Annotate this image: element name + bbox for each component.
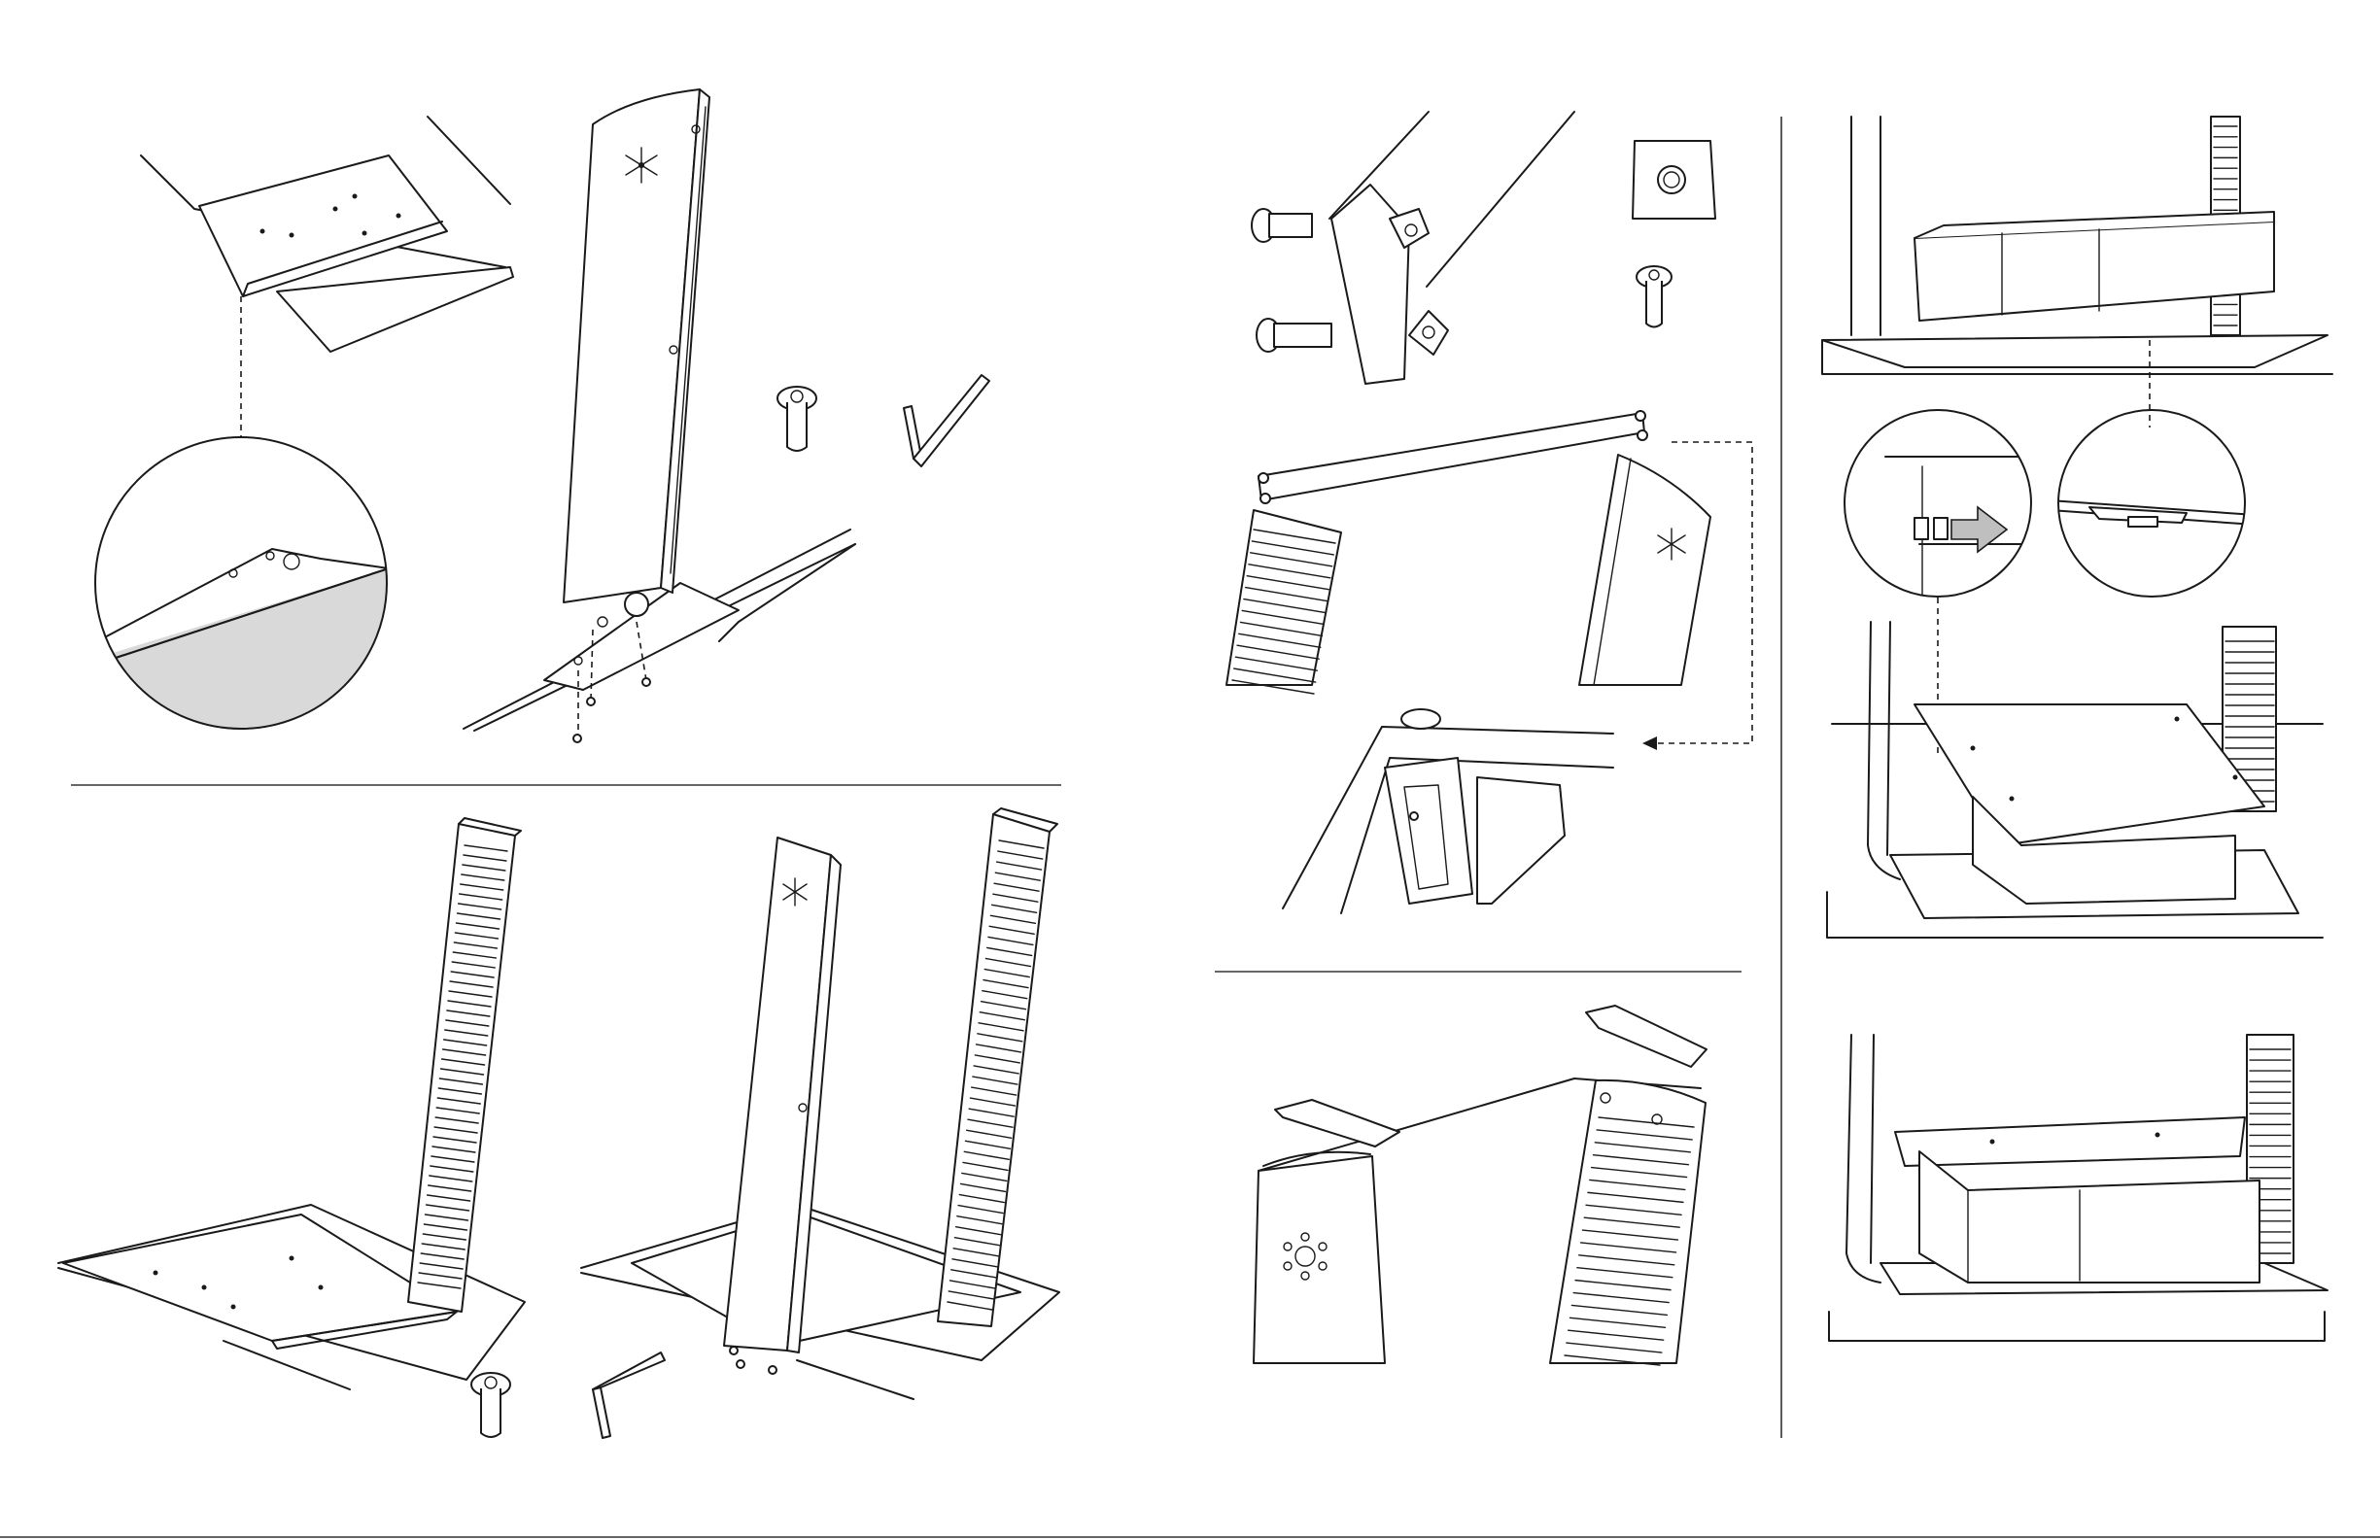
panel-top-caps [1254,1006,1707,1365]
panel-rear-rib-mount [58,818,525,1437]
tray-9 [1895,1117,2245,1166]
module-installed-body [1919,1151,2259,1283]
side-panel-7 [1254,1156,1385,1363]
mount-hole [625,593,648,616]
rib-column-4 [938,814,1050,1326]
bolt-icon [1252,209,1331,352]
callout-magnified-plate [87,549,389,738]
base-plate [199,155,447,296]
knob-top [1401,709,1440,729]
panel-top-bar-detail [1226,411,1752,913]
tabletop-slab [277,267,513,352]
top-bar [1259,413,1644,500]
panel-side-panel-mount [464,89,989,742]
table-back-edge [428,117,510,204]
panel-module-installed [1829,1035,2328,1341]
detail-circle-1 [1845,410,2031,597]
panel-module-insertion [1822,117,2332,938]
top-cap-right [1586,1006,1707,1067]
hex-key-icon [904,375,989,466]
top-cap-left [1275,1100,1399,1146]
panel-second-side-mount [581,808,1059,1438]
rib-column [408,824,515,1312]
panel-knob-hardware [1252,112,1715,384]
module-tray [1914,704,2264,845]
detail-circle-right [2051,500,2255,527]
screw-icon-2 [471,1373,510,1437]
screw-set-4 [730,1347,776,1374]
profile-section [1385,758,1472,904]
hex-key-icon-2 [593,1352,665,1438]
detail-circle-left [1885,457,2041,602]
screw-icon-3 [1637,266,1672,327]
bracket-plate [1331,185,1409,384]
screw-icon [777,387,816,451]
table-edge-side [719,544,855,641]
panel-base-plate-callout [87,117,513,738]
knob-loose [1633,141,1715,219]
